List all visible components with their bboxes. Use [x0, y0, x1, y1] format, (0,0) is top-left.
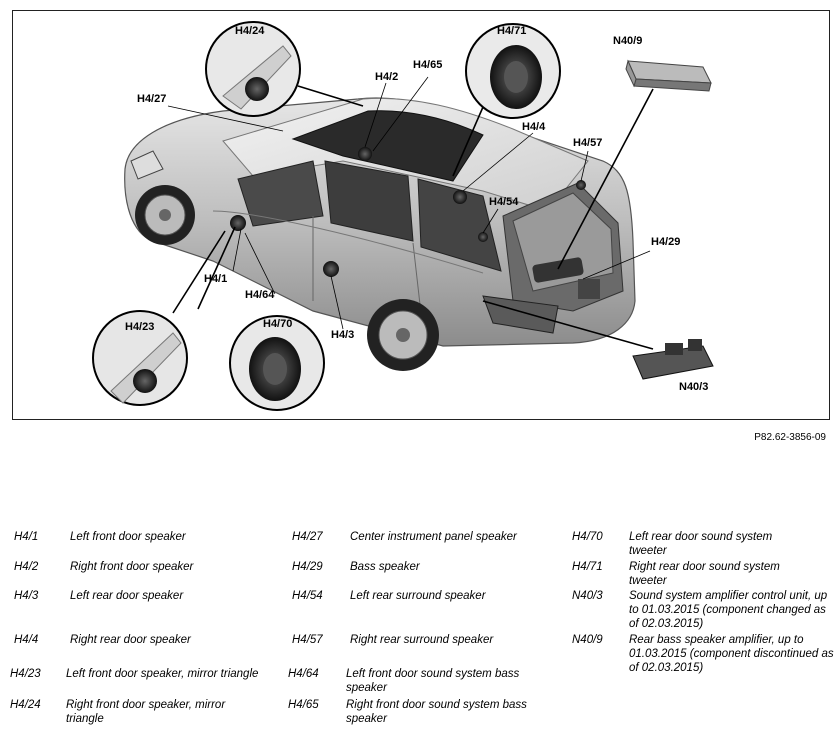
legend-desc-h4-70: Left rear door sound system tweeter: [629, 531, 773, 557]
legend-desc-h4-3: Left rear door speaker: [70, 590, 184, 602]
legend-desc-h4-57: Right rear surround speaker: [350, 634, 494, 646]
speaker-markers: [230, 147, 600, 299]
legend-desc-n40-3: Sound system amplifier control unit, up …: [629, 590, 828, 630]
label-h4-4: H4/4: [522, 121, 546, 133]
legend-code-h4-3: H4/3: [14, 590, 39, 602]
wheels: [135, 185, 439, 371]
legend-code-h4-24: H4/24: [10, 699, 41, 711]
label-h4-24: H4/24: [235, 25, 265, 37]
label-h4-2: H4/2: [375, 71, 399, 83]
label-h4-70: H4/70: [263, 318, 293, 330]
speaker-location-diagram: H4/24 H4/71 N40/9 H4/27 H4/2 H4/65 H4/4 …: [12, 10, 830, 420]
legend-code-h4-65: H4/65: [288, 699, 319, 711]
label-h4-29: H4/29: [651, 236, 681, 248]
legend-desc-n40-9: Rear bass speaker amplifier, up to 01.03…: [629, 634, 834, 674]
legend-code-h4-27: H4/27: [292, 531, 323, 543]
inset-h4-70: [229, 315, 325, 411]
amplifier-n40-3: [632, 339, 714, 380]
label-h4-54: H4/54: [489, 196, 519, 208]
legend-desc-h4-27: Center instrument panel speaker: [350, 531, 517, 543]
label-h4-57: H4/57: [573, 137, 603, 149]
label-h4-71: H4/71: [497, 25, 527, 37]
label-h4-1: H4/1: [204, 273, 228, 285]
legend-code-h4-71: H4/71: [572, 561, 603, 573]
label-h4-65: H4/65: [413, 59, 443, 71]
legend-code-h4-1: H4/1: [14, 531, 39, 543]
label-n40-9: N40/9: [613, 35, 643, 47]
legend-desc-h4-29: Bass speaker: [350, 561, 420, 573]
legend-code-h4-54: H4/54: [292, 590, 323, 602]
legend-desc-h4-71: Right rear door sound system tweeter: [629, 561, 780, 587]
thin-leader-lines: [167, 76, 651, 330]
legend-code-h4-23: H4/23: [10, 668, 41, 680]
label-h4-3: H4/3: [331, 329, 355, 341]
car-body: [124, 97, 636, 347]
inset-h4-23: [92, 310, 188, 406]
legend-desc-h4-4: Right rear door speaker: [70, 634, 191, 646]
legend-desc-h4-23: Left front door speaker, mirror triangle: [66, 668, 259, 680]
label-h4-23: H4/23: [125, 321, 155, 333]
car-illustration: [92, 21, 714, 411]
legend-desc-h4-65: Right front door sound system bass speak…: [346, 699, 527, 725]
legend-desc-h4-1: Left front door speaker: [70, 531, 186, 543]
legend-code-h4-2: H4/2: [14, 561, 39, 573]
legend-desc-h4-2: Right front door speaker: [70, 561, 194, 573]
legend-code-h4-57: H4/57: [292, 634, 323, 646]
amplifier-n40-9: [625, 59, 712, 92]
inset-h4-71: [465, 23, 561, 119]
figure-reference: P82.62-3856-09: [754, 432, 826, 443]
legend-code-h4-64: H4/64: [288, 668, 319, 680]
inset-h4-24: [205, 21, 301, 117]
legend-desc-h4-54: Left rear surround speaker: [350, 590, 486, 602]
label-h4-27: H4/27: [137, 93, 167, 105]
legend-code-h4-4: H4/4: [14, 634, 39, 646]
legend-code-h4-29: H4/29: [292, 561, 323, 573]
leader-lines: [172, 85, 654, 350]
legend-desc-h4-24: Right front door speaker, mirror triangl…: [66, 699, 226, 725]
label-n40-3: N40/3: [679, 381, 709, 393]
label-h4-64: H4/64: [245, 289, 275, 301]
legend-code-n40-9: N40/9: [572, 634, 603, 646]
legend-code-n40-3: N40/3: [572, 590, 603, 602]
legend-desc-h4-64: Left front door sound system bass speake…: [346, 668, 520, 694]
legend-code-h4-70: H4/70: [572, 531, 603, 543]
